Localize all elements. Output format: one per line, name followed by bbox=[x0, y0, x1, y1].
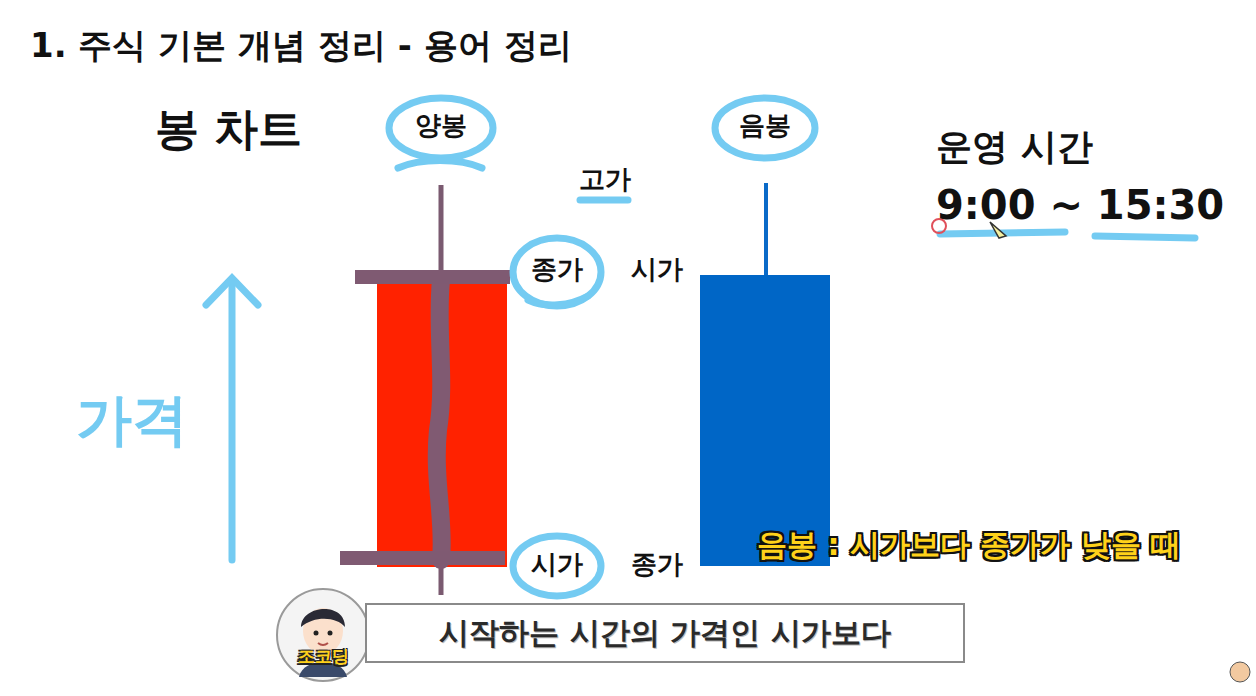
channel-name: 조코딩 bbox=[298, 645, 349, 668]
caption-text: 시작하는 시간의 가격인 시가보다 bbox=[439, 613, 890, 654]
price-label: 고가 bbox=[579, 165, 631, 195]
candle-name: 음봉 bbox=[739, 111, 791, 141]
page-title: 1. 주식 기본 개념 정리 - 용어 정리 bbox=[30, 26, 572, 65]
drawn-mark bbox=[437, 280, 442, 560]
hours-heading: 운영 시간 bbox=[936, 126, 1093, 167]
candle-name: 양봉 bbox=[415, 111, 467, 141]
hand-drawn-marks bbox=[206, 98, 1195, 596]
price-label: 종가 bbox=[531, 255, 583, 285]
avatar-drawing bbox=[275, 587, 371, 683]
caption-box: 시작하는 시간의 가격인 시가보다 bbox=[365, 603, 965, 663]
price-label: 시가 bbox=[531, 550, 583, 580]
chart-heading: 봉 차트 bbox=[155, 104, 302, 155]
avatar-badge: 조코딩 bbox=[275, 587, 371, 683]
red-candle bbox=[377, 277, 507, 567]
blue-wick bbox=[764, 183, 768, 276]
axis-label: 가격 bbox=[76, 388, 188, 452]
logo-mark bbox=[1230, 662, 1250, 682]
subtitle-note: 음봉 : 시가보다 종가가 낮을 때 bbox=[757, 528, 1181, 563]
price-label: 종가 bbox=[631, 550, 683, 580]
blue-candle bbox=[700, 275, 830, 566]
price-label: 시가 bbox=[631, 255, 683, 285]
drawn-mark bbox=[340, 551, 505, 565]
hours-value: 9:00 ~ 15:30 bbox=[936, 182, 1224, 228]
drawn-mark bbox=[355, 270, 510, 284]
